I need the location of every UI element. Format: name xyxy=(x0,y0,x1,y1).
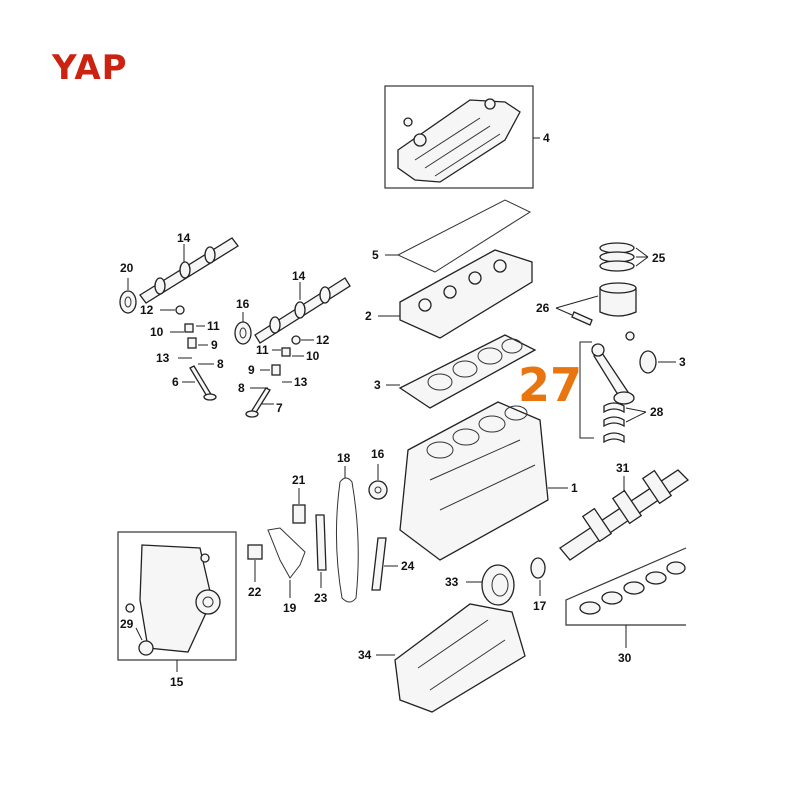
label-14-exhaust: 14 xyxy=(292,269,306,283)
label-9-right: 9 xyxy=(248,363,255,377)
rod-bearings: 28 xyxy=(603,402,664,444)
timing-chain: 18 xyxy=(335,451,359,603)
label-11-right: 11 xyxy=(256,343,269,357)
label-12-right: 12 xyxy=(316,333,330,347)
label-10-right: 10 xyxy=(306,349,320,363)
label-18: 18 xyxy=(337,451,351,465)
crank-sprocket-16: 16 xyxy=(368,447,388,500)
label-16-cam: 16 xyxy=(236,297,250,311)
piston: 26 xyxy=(536,282,637,326)
valve-cover-group: 4 xyxy=(384,85,550,189)
chain-tensioner: 21 xyxy=(292,473,306,524)
label-13-right: 13 xyxy=(294,375,308,389)
chain-guide-24: 24 xyxy=(371,537,415,591)
label-34: 34 xyxy=(358,648,372,662)
label-16-crank: 16 xyxy=(371,447,385,461)
label-8-left: 8 xyxy=(217,357,224,371)
label-3-bearing: 3 xyxy=(679,355,686,369)
valve-cover xyxy=(397,99,521,183)
label-20: 20 xyxy=(120,261,134,275)
label-11-left: 11 xyxy=(207,319,220,333)
head-gasket: 3 xyxy=(374,334,537,409)
label-9-left: 9 xyxy=(211,338,218,352)
label-7: 7 xyxy=(276,401,283,415)
label-5: 5 xyxy=(372,248,379,262)
label-25: 25 xyxy=(652,251,666,265)
label-2: 2 xyxy=(365,309,372,323)
brand-logo: YAP xyxy=(52,48,128,88)
connecting-rod-group: 3 xyxy=(579,331,686,439)
label-3-gasket: 3 xyxy=(374,378,381,392)
highlight-callout: 27 xyxy=(518,358,583,412)
brand-logo-text: YAP xyxy=(52,48,128,88)
label-8-right: 8 xyxy=(238,381,245,395)
engine-block: 1 xyxy=(399,401,578,561)
label-30: 30 xyxy=(618,651,632,665)
cam-sprocket-16: 16 xyxy=(234,297,252,345)
label-10-left: 10 xyxy=(150,325,164,339)
crankshaft: 31 xyxy=(559,461,690,561)
label-13-left: 13 xyxy=(156,351,170,365)
chain-guide-19: 19 xyxy=(267,527,306,615)
label-33: 33 xyxy=(445,575,459,589)
label-28: 28 xyxy=(650,405,664,419)
crank-pulley: 33 xyxy=(445,564,515,606)
label-26: 26 xyxy=(536,301,550,315)
label-19: 19 xyxy=(283,601,297,615)
label-31: 31 xyxy=(616,461,630,475)
valve-cover-gasket: 5 xyxy=(372,199,532,273)
label-21: 21 xyxy=(292,473,306,487)
label-15: 15 xyxy=(170,675,184,689)
label-4: 4 xyxy=(543,131,550,145)
piston-rings: 25 xyxy=(599,242,666,272)
main-bearings: 30 xyxy=(565,547,687,665)
label-23: 23 xyxy=(314,591,328,605)
cylinder-head: 2 xyxy=(365,249,533,339)
chain-guide-23: 23 xyxy=(314,514,328,605)
camshaft-exhaust: 14 xyxy=(254,269,351,344)
oil-pan: 34 xyxy=(358,603,526,713)
valve-train-left: 12 11 10 9 13 8 6 xyxy=(140,303,224,401)
label-29: 29 xyxy=(120,617,134,631)
label-14-intake: 14 xyxy=(177,231,191,245)
cam-sprocket-20: 20 xyxy=(119,261,137,314)
valve-train-right: 12 11 10 9 13 8 7 xyxy=(238,333,330,418)
valve-cover-box xyxy=(384,85,534,189)
part-22: 22 xyxy=(247,544,263,599)
label-22: 22 xyxy=(248,585,262,599)
camshaft-intake: 14 xyxy=(139,231,239,304)
label-1: 1 xyxy=(571,481,578,495)
label-12-left: 12 xyxy=(140,303,154,317)
label-17: 17 xyxy=(533,599,547,613)
label-6: 6 xyxy=(172,375,179,389)
label-24: 24 xyxy=(401,559,415,573)
crank-seal: 17 xyxy=(530,557,547,613)
front-cover-group: 29 15 xyxy=(117,531,237,689)
